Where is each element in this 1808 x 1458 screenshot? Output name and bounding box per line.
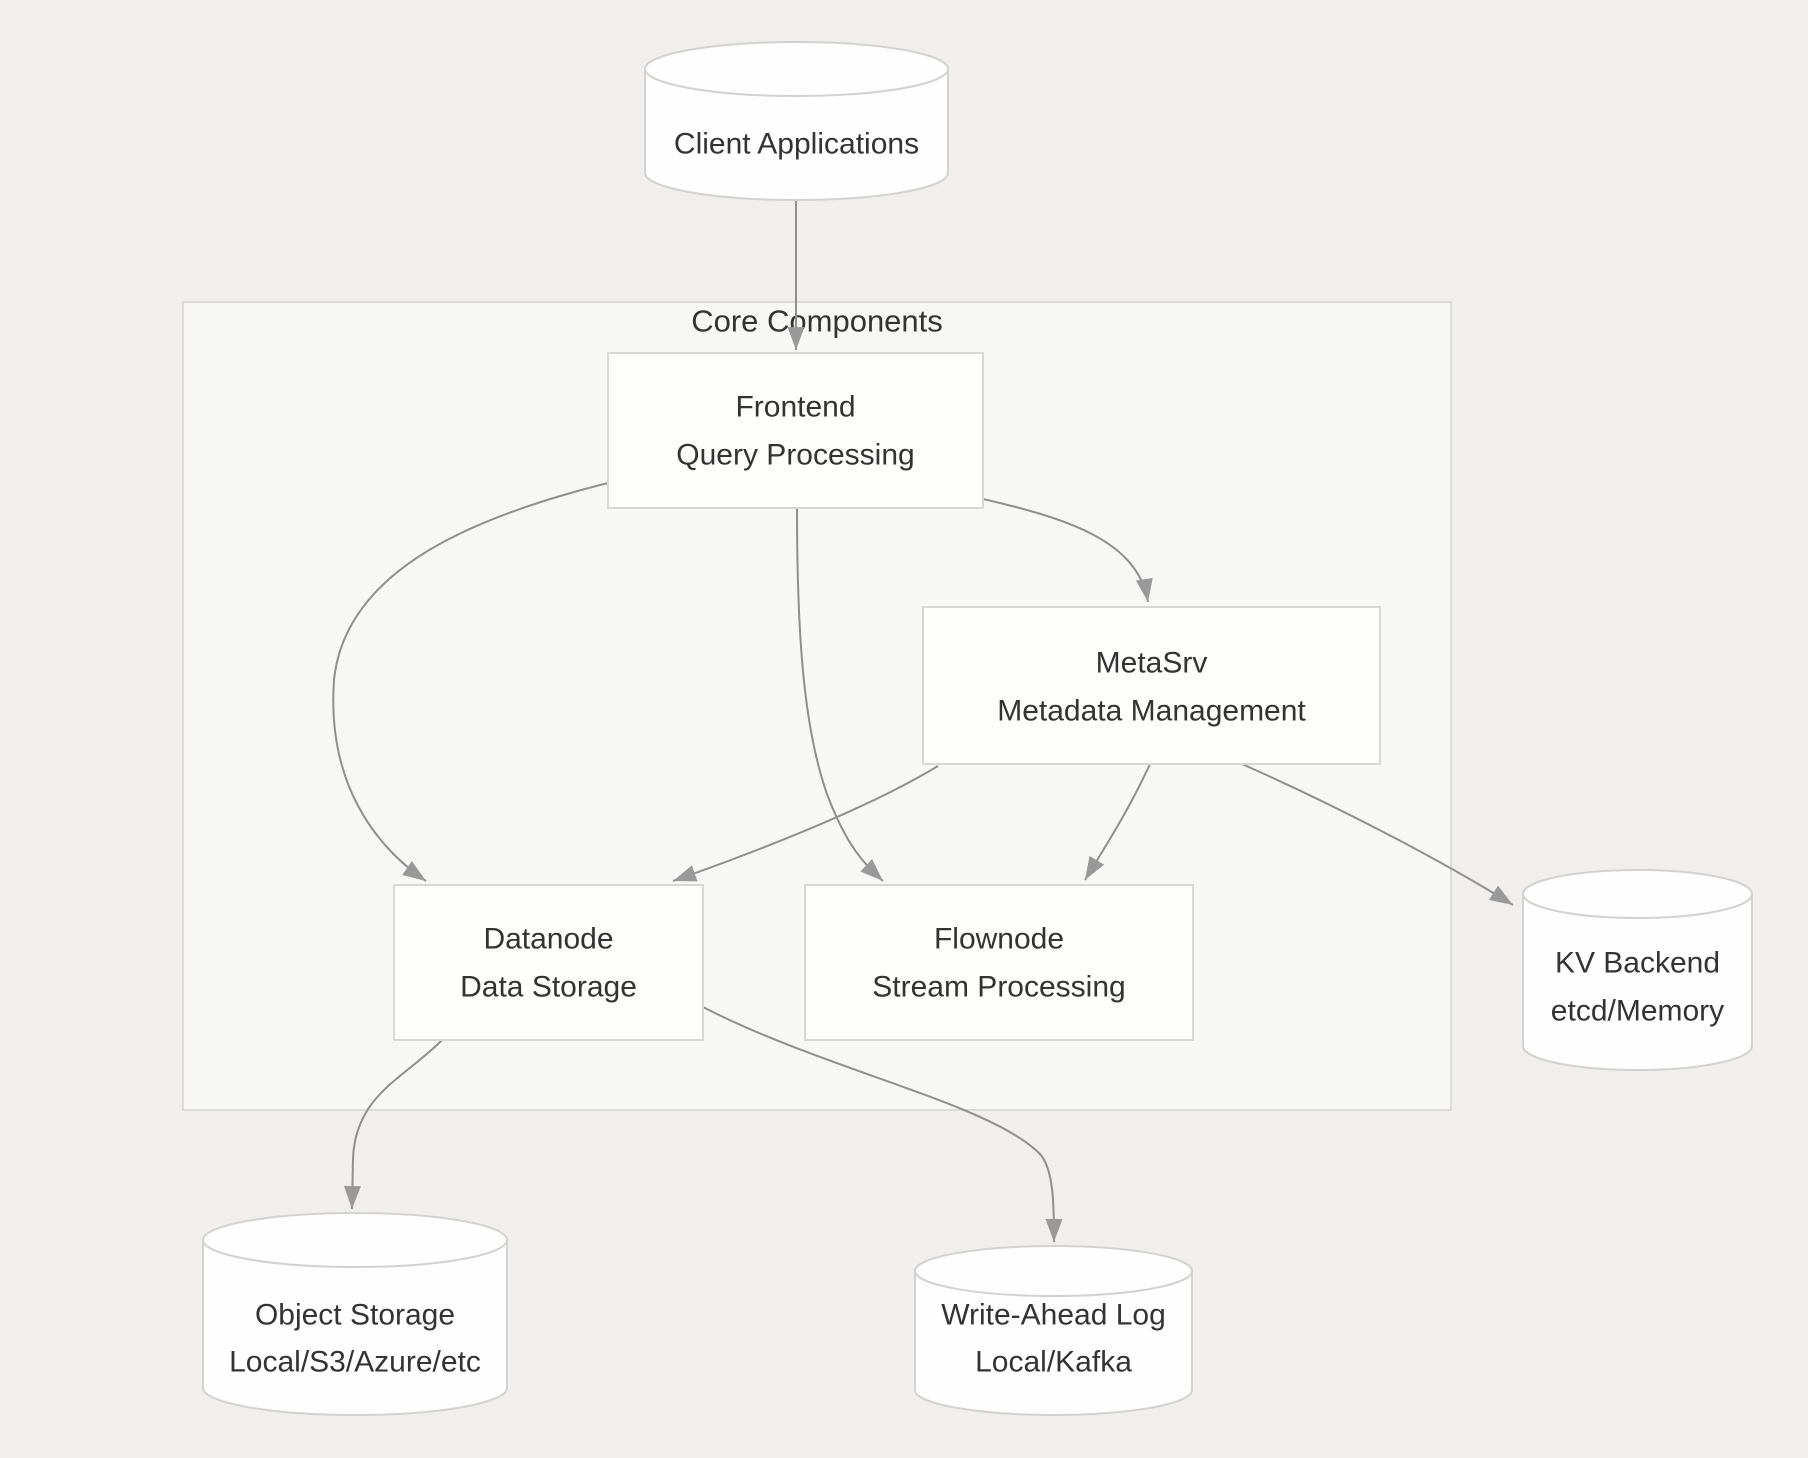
datanode-node: Datanode Data Storage bbox=[393, 884, 704, 1041]
cylinder-body bbox=[202, 1240, 508, 1416]
cylinder-body bbox=[914, 1271, 1193, 1416]
flownode-label: Flownode bbox=[934, 923, 1064, 956]
cylinder-body bbox=[644, 69, 949, 201]
kv-backend-label: KV Backend bbox=[1555, 947, 1720, 980]
metasrv-sublabel: Metadata Management bbox=[997, 695, 1306, 728]
object-storage-label: Object Storage bbox=[255, 1299, 455, 1332]
edge-metasrv-flownode bbox=[1084, 763, 1151, 881]
metasrv-node: MetaSrv Metadata Management bbox=[922, 606, 1381, 765]
edges bbox=[332, 200, 1514, 1243]
edge-metasrv-datanode bbox=[672, 765, 939, 882]
flownode-sublabel: Stream Processing bbox=[872, 971, 1125, 1004]
frontend-box bbox=[607, 352, 984, 509]
write-ahead-log-node: Write-Ahead Log Local/Kafka bbox=[914, 1245, 1193, 1416]
kv-backend-sublabel: etcd/Memory bbox=[1551, 995, 1724, 1028]
cylinder-body bbox=[1522, 894, 1753, 1071]
write-ahead-log-label: Write-Ahead Log bbox=[941, 1299, 1166, 1332]
edge-frontend-datanode bbox=[332, 482, 609, 882]
object-storage-sublabel: Local/S3/Azure/etc bbox=[229, 1346, 481, 1379]
flownode-box bbox=[804, 884, 1194, 1041]
cylinder-top bbox=[202, 1212, 508, 1268]
cylinder-top bbox=[1522, 869, 1753, 919]
metasrv-label: MetaSrv bbox=[1096, 647, 1208, 680]
datanode-sublabel: Data Storage bbox=[460, 971, 637, 1004]
edge-datanode-wal bbox=[702, 1006, 1063, 1243]
frontend-label: Frontend bbox=[735, 391, 855, 424]
client-applications-node: Client Applications bbox=[644, 41, 949, 201]
cylinder-top bbox=[914, 1245, 1193, 1297]
frontend-sublabel: Query Processing bbox=[676, 439, 914, 472]
flownode-node: Flownode Stream Processing bbox=[804, 884, 1194, 1041]
edge-frontend-metasrv bbox=[982, 498, 1153, 603]
client-applications-label: Client Applications bbox=[674, 128, 919, 161]
write-ahead-log-sublabel: Local/Kafka bbox=[975, 1346, 1132, 1379]
metasrv-box bbox=[922, 606, 1381, 765]
cylinder-top bbox=[644, 41, 949, 97]
core-components-title: Core Components bbox=[691, 304, 943, 339]
kv-backend-node: KV Backend etcd/Memory bbox=[1522, 869, 1753, 1071]
datanode-label: Datanode bbox=[483, 923, 613, 956]
edge-datanode-objectstorage bbox=[343, 1039, 443, 1210]
datanode-box bbox=[393, 884, 704, 1041]
frontend-node: Frontend Query Processing bbox=[607, 352, 984, 509]
edge-metasrv-kvbackend bbox=[1241, 763, 1514, 906]
edge-frontend-flownode bbox=[796, 507, 884, 882]
object-storage-node: Object Storage Local/S3/Azure/etc bbox=[202, 1212, 508, 1416]
